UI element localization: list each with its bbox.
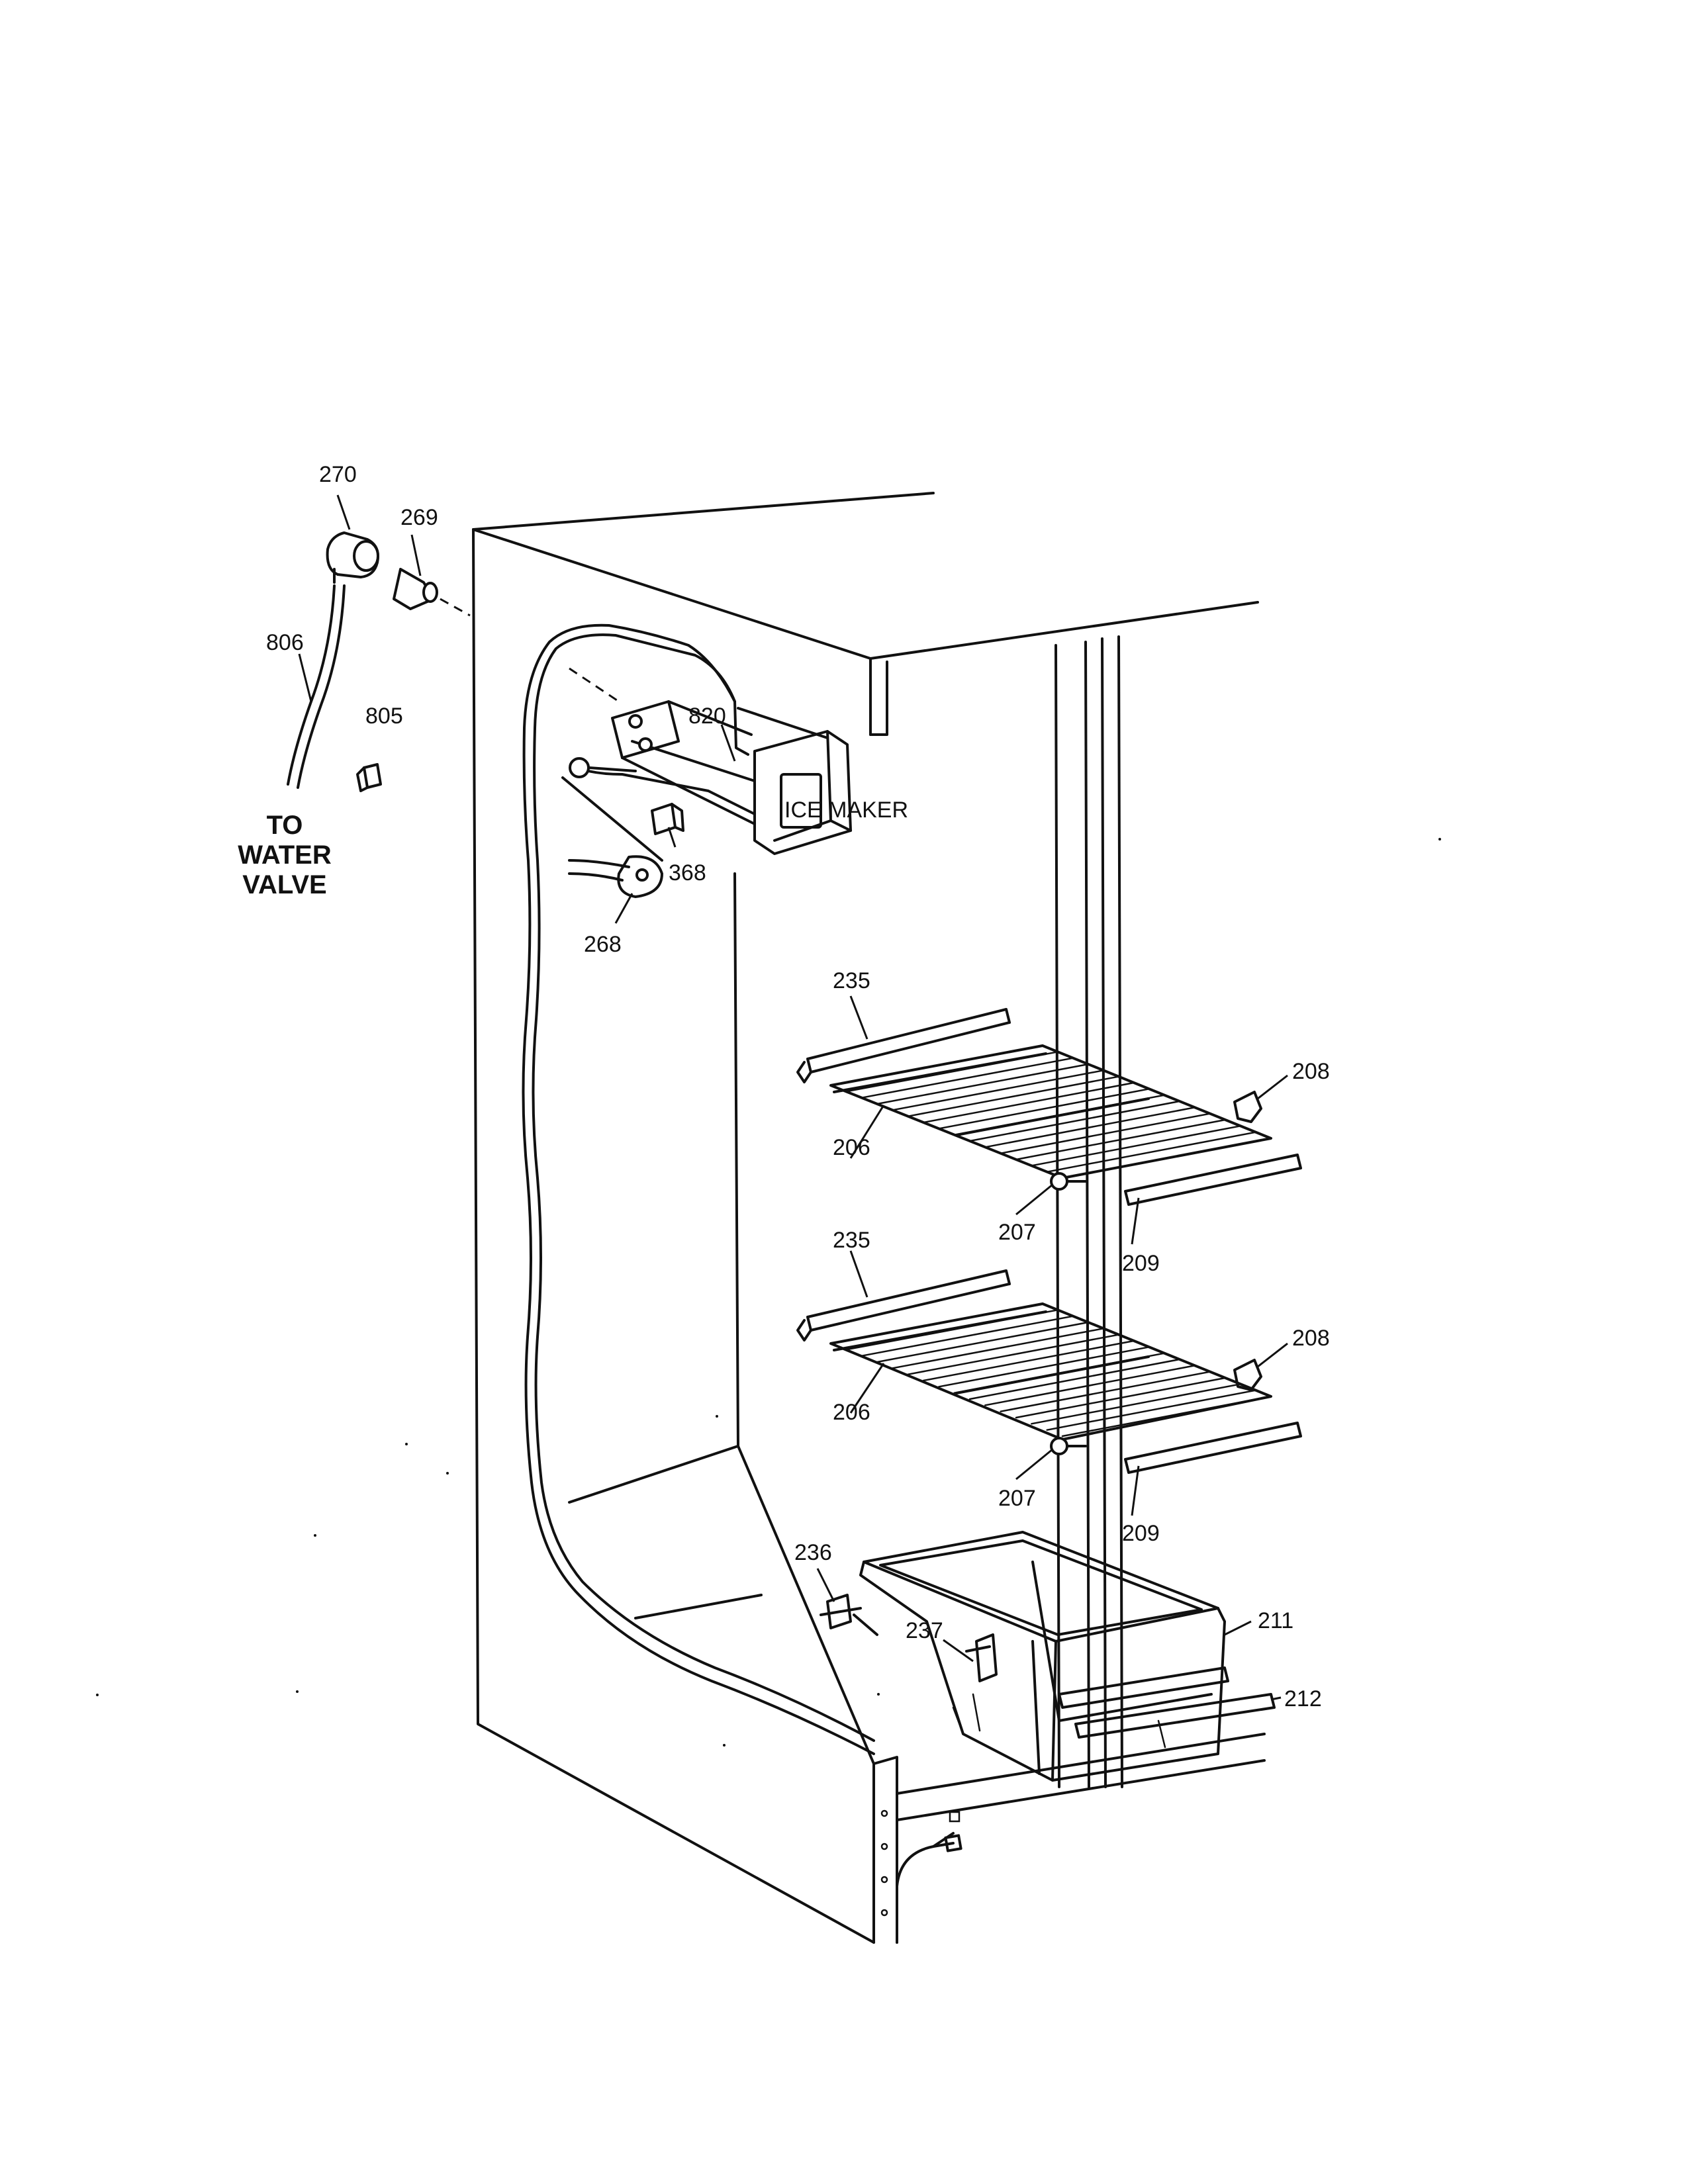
shelf-wire — [907, 1075, 1120, 1117]
shelf-wire — [968, 1100, 1181, 1142]
cutaway-edge — [522, 623, 875, 1755]
callout-805: 805 — [365, 704, 403, 729]
bracket-368 — [651, 803, 684, 835]
upper-shelf-wires — [829, 1044, 1272, 1179]
print-specks — [96, 838, 1441, 1747]
callout-235-upper: 235 — [833, 968, 870, 993]
shelf-wire — [1061, 1395, 1272, 1437]
shelf-wire — [845, 1051, 1059, 1093]
shelf-wire — [953, 1094, 1166, 1136]
callout-209-upper: 209 — [1122, 1251, 1160, 1276]
callout-236: 236 — [794, 1540, 832, 1565]
callout-212: 212 — [1284, 1686, 1322, 1711]
callout-206-upper: 206 — [833, 1135, 870, 1160]
shelf-wire — [892, 1328, 1105, 1369]
callout-235-lower: 235 — [833, 1228, 870, 1253]
callout-268: 268 — [584, 932, 622, 957]
leader-lines — [298, 494, 1288, 1701]
shelf-wire — [1000, 1371, 1211, 1412]
shelf-wire — [938, 1088, 1150, 1130]
callout-209-lower: 209 — [1122, 1521, 1160, 1546]
callout-820: 820 — [688, 704, 726, 729]
lower-shelf — [796, 1269, 1302, 1474]
water-fittings — [287, 531, 471, 792]
callout-206-lower: 206 — [833, 1400, 870, 1425]
shelf-wire — [922, 1340, 1135, 1382]
icemaker-panel-label: ICE MAKER — [784, 797, 908, 823]
cabinet — [472, 492, 1266, 1944]
icemaker-assembly: ICE MAKER — [561, 667, 908, 862]
hinge-236 — [820, 1594, 878, 1636]
callout-207-upper: 207 — [998, 1220, 1036, 1245]
shelf-wire — [1046, 1131, 1257, 1173]
shelf-wire — [907, 1334, 1120, 1375]
shelf-wire — [861, 1315, 1074, 1357]
shelf-wire — [876, 1063, 1090, 1105]
water-valve-note-line3: VALVE — [242, 870, 326, 899]
shelf-wire — [922, 1081, 1135, 1124]
callout-368: 368 — [669, 860, 706, 886]
hinge-237 — [965, 1633, 998, 1682]
water-valve-note-line2: WATER — [238, 841, 332, 870]
shelf-wire — [829, 1044, 1044, 1087]
shelf-wire — [953, 1352, 1166, 1394]
shelf-wire — [829, 1302, 1044, 1345]
shelf-wire — [1046, 1389, 1257, 1431]
shelf-wire — [1031, 1125, 1242, 1167]
shelf-wire — [984, 1107, 1196, 1148]
shelf-wire — [1000, 1113, 1211, 1154]
fill-tube-268 — [568, 855, 663, 898]
shelf-wire — [968, 1358, 1181, 1400]
callout-207-lower: 207 — [998, 1486, 1036, 1511]
shelf-wire — [1031, 1383, 1242, 1425]
freezer-basket — [859, 1531, 1276, 1782]
shelf-wire — [1061, 1137, 1272, 1179]
callout-208-lower: 208 — [1292, 1326, 1330, 1351]
shelf-wire — [1015, 1118, 1227, 1161]
lower-shelf-wires — [829, 1302, 1272, 1437]
shelf-wire — [861, 1057, 1074, 1099]
callout-208-upper: 208 — [1292, 1059, 1330, 1084]
shelf-wire — [892, 1069, 1105, 1111]
upper-shelf — [796, 1008, 1302, 1206]
callout-211: 211 — [1258, 1608, 1293, 1633]
shelf-wire — [876, 1321, 1090, 1363]
shelf-wire — [938, 1346, 1150, 1388]
callout-806: 806 — [266, 630, 304, 655]
callout-237: 237 — [906, 1618, 943, 1643]
callout-270: 270 — [319, 462, 357, 487]
water-valve-note: TO WATER VALVE — [238, 811, 332, 899]
callout-labels: 270 269 806 805 820 368 268 235 206 208 … — [266, 462, 1330, 1711]
shelf-wire — [845, 1309, 1059, 1351]
water-valve-note-line1: TO — [267, 811, 303, 840]
callout-269: 269 — [400, 505, 438, 530]
shelf-wire — [984, 1365, 1196, 1406]
shelf-wire — [1015, 1377, 1227, 1419]
